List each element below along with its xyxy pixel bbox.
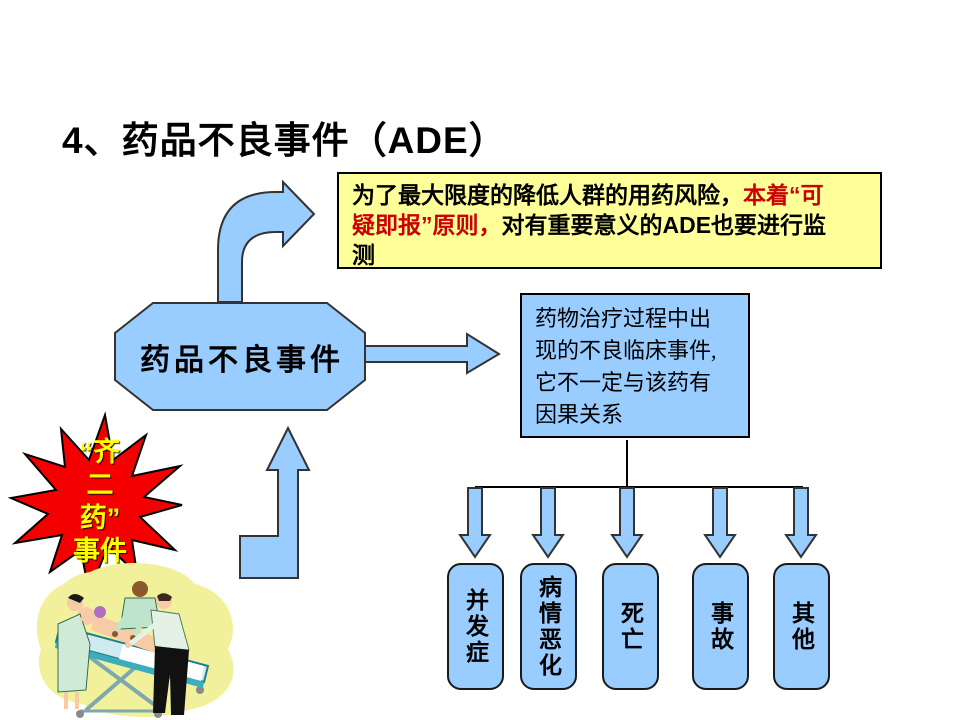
gurney-wheel — [76, 710, 84, 718]
ade-definition-box: 药物治疗过程中出 现的不良临床事件, 它不一定与该药有 因果关系 — [520, 293, 750, 438]
curved-arrow-up-right — [217, 179, 316, 303]
starburst-line: 事件 — [73, 536, 127, 566]
man-hair — [157, 593, 172, 601]
medic-head — [132, 581, 148, 597]
starburst-label: “齐 二 药” 事件 — [50, 436, 150, 568]
medic-arm — [113, 610, 131, 634]
medic-hand — [112, 631, 118, 637]
definition-line: 它不一定与该药有 — [535, 370, 712, 395]
down-arrow-1 — [458, 487, 492, 559]
hexagon-label: 药品不良事件 — [140, 343, 344, 377]
category-box-death: 死亡 — [602, 563, 659, 690]
patient-body — [91, 614, 158, 653]
man-hand — [125, 642, 131, 648]
hexagon-shape — [114, 302, 366, 411]
man-arm — [128, 622, 158, 646]
gurney-wheel — [196, 686, 204, 694]
starburst-line: 二 — [86, 470, 114, 500]
starburst-line: 药” — [79, 503, 121, 533]
ade-monitoring-note-box: 为了最大限度的降低人群的用药风险，本着“可疑即报”原则，对有重要意义的ADE也要… — [337, 172, 882, 269]
category-box-complication: 并发症 — [447, 563, 504, 690]
definition-line: 因果关系 — [535, 402, 624, 427]
nurse-arm — [79, 611, 98, 622]
starburst-line: “齐 — [79, 437, 121, 467]
note-text-black-1: 为了最大限度的降低人群的用药风险， — [352, 182, 743, 208]
nurse-hair — [68, 594, 84, 603]
down-arrow-4 — [703, 487, 737, 559]
down-arrow-2 — [531, 487, 565, 559]
medical-rescue-illustration — [36, 562, 234, 718]
definition-line: 现的不良临床事件, — [535, 338, 717, 363]
note-text-red-highlight: 本着“可疑即报”原则， — [352, 182, 824, 238]
down-arrow-5 — [784, 487, 818, 559]
category-box-accident: 事故 — [692, 563, 749, 690]
medic-arm — [131, 610, 151, 638]
definition-line: 药物治疗过程中出 — [535, 306, 712, 331]
oxygen-mask — [94, 606, 106, 618]
bent-up-arrow — [239, 425, 311, 579]
right-arrow — [364, 332, 501, 375]
down-arrow-3 — [610, 487, 644, 559]
nurse-gown — [57, 613, 91, 693]
category-box-other: 其他 — [773, 563, 830, 690]
slide-title: 4、药品不良事件（ADE） — [62, 120, 507, 161]
note-text-black-2: 对有重要意义的ADE也要进行监测 — [352, 212, 827, 268]
category-box-worsening: 病情恶化 — [520, 563, 577, 690]
man-pants — [153, 646, 189, 715]
